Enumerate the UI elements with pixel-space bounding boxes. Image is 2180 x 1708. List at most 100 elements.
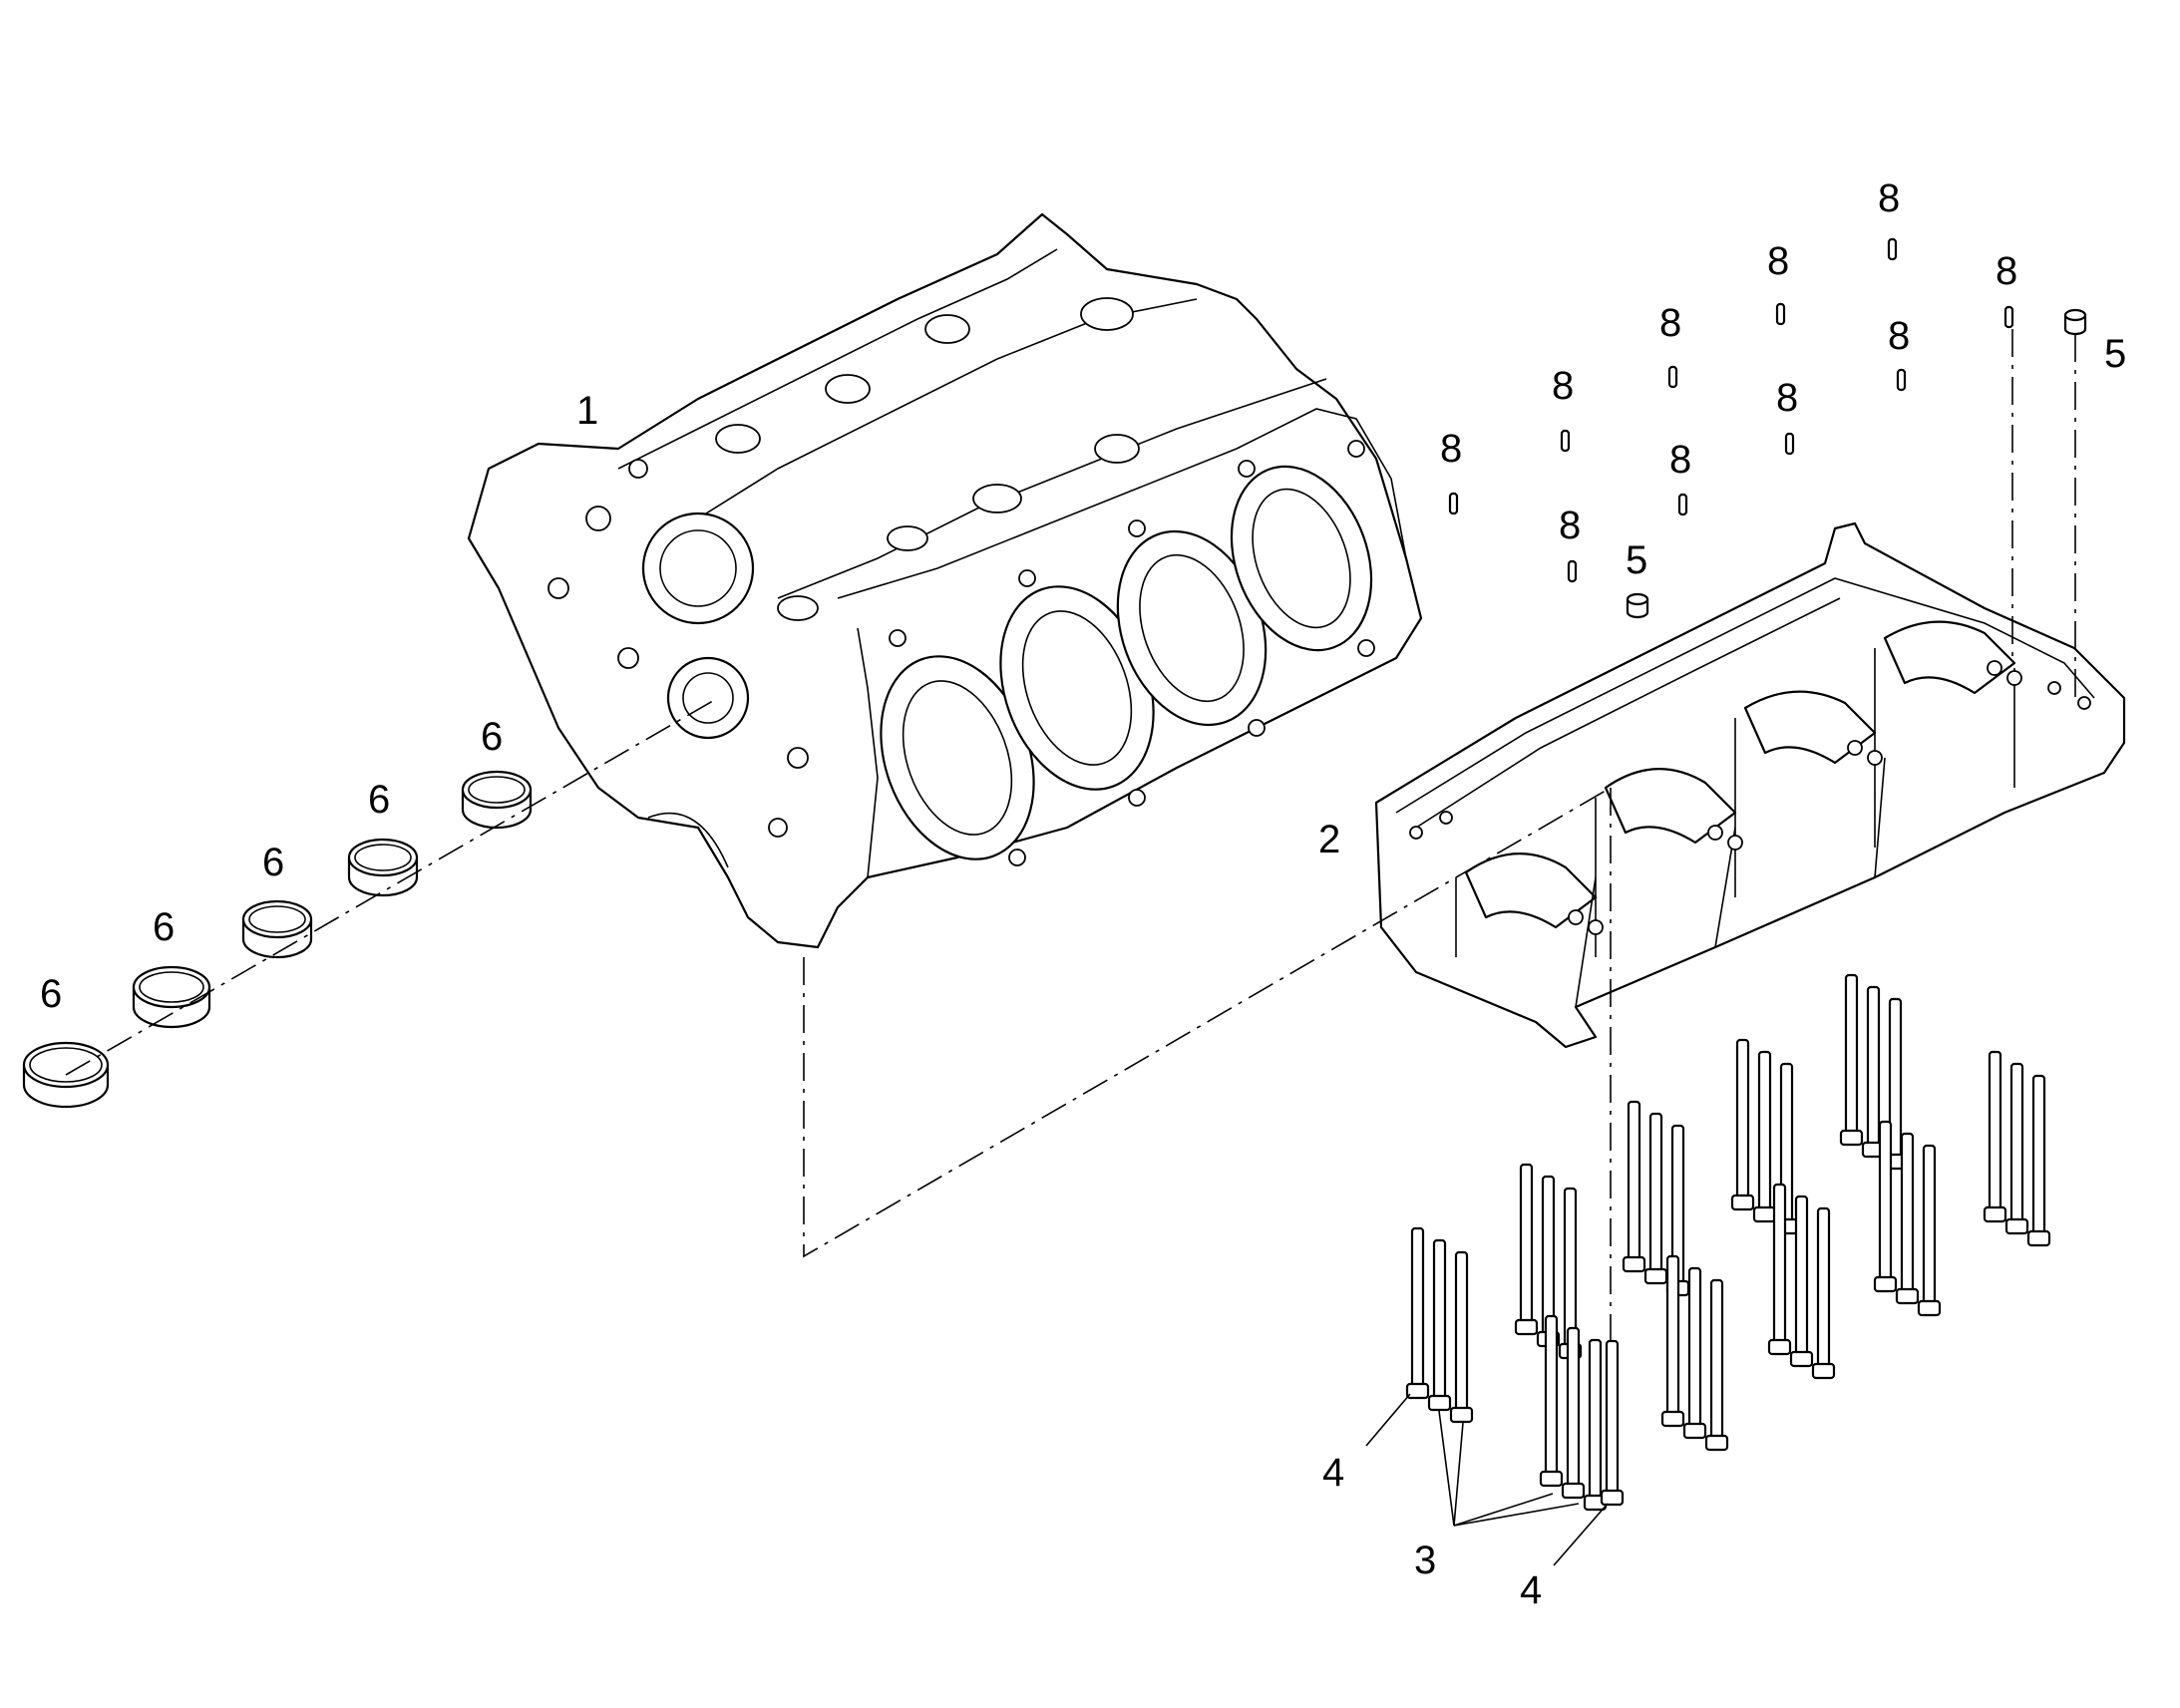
- callout-8-3: 8: [1659, 301, 1681, 345]
- callout-6-3: 6: [262, 841, 284, 884]
- callout-8-2: 8: [1552, 364, 1574, 408]
- dowel-pin: [1560, 429, 1571, 453]
- bolt: [1772, 1183, 1787, 1346]
- camshaft-bushings: [22, 697, 719, 1109]
- bolt-head: [1643, 1267, 1668, 1285]
- bolt-head: [1539, 1470, 1564, 1488]
- bolt: [1588, 1338, 1603, 1502]
- bushing-5: [461, 770, 533, 830]
- callout-4-right: 4: [1520, 1568, 1542, 1612]
- bolt: [1709, 1278, 1724, 1442]
- callout-8-4: 8: [1767, 239, 1789, 283]
- bolt: [1541, 1175, 1556, 1338]
- locating-sleeves: [1626, 308, 2087, 619]
- dowel-pin: [2003, 305, 2014, 329]
- lower-crankcase: [1374, 521, 2126, 1049]
- callout-2: 2: [1318, 818, 1340, 861]
- bolt-head: [1917, 1299, 1942, 1317]
- bolt-head: [1752, 1205, 1777, 1223]
- bolt: [1454, 1250, 1469, 1414]
- alignment-lines: [803, 329, 2076, 1341]
- bolt-head: [1704, 1434, 1729, 1452]
- bolt: [1627, 1100, 1641, 1263]
- callout-5-right: 5: [2104, 332, 2126, 376]
- bolt: [1648, 1112, 1663, 1275]
- bolt-head: [1983, 1205, 2007, 1223]
- dowel-pins: [1448, 237, 2014, 583]
- dowel-pin: [1887, 237, 1898, 261]
- bolt: [2031, 1074, 2046, 1237]
- dowel-pin: [1667, 365, 1678, 389]
- bolt: [1794, 1195, 1809, 1358]
- sleeve-right: [2063, 308, 2087, 336]
- bolt-head: [1730, 1194, 1755, 1211]
- bolt: [2009, 1062, 2024, 1225]
- callout-1: 1: [576, 389, 598, 433]
- callout-4-left: 4: [1322, 1451, 1344, 1495]
- bolt: [1866, 985, 1881, 1149]
- bolt-head: [1405, 1382, 1430, 1400]
- bolt: [1566, 1326, 1581, 1490]
- bolt: [1519, 1163, 1534, 1326]
- bolt-head: [1514, 1318, 1539, 1336]
- bolt-head: [1561, 1482, 1586, 1500]
- callout-labels: 1 2 3 4 4 5 5 6 6 6 6 6 8 8 8 8 8 8 8 8 …: [40, 176, 2126, 1612]
- bolt-head: [1811, 1362, 1836, 1380]
- bolt-head: [1839, 1129, 1864, 1147]
- bolt: [1900, 1132, 1915, 1295]
- callout-6-2: 6: [153, 905, 175, 949]
- bolt: [1844, 973, 1859, 1137]
- dowel-pin: [1784, 432, 1795, 456]
- callout-5-left: 5: [1626, 538, 1647, 582]
- callout-6-4: 6: [368, 778, 390, 822]
- bolt-head: [2004, 1217, 2029, 1235]
- callout-8-6: 8: [1559, 504, 1581, 547]
- bolt-head: [1682, 1422, 1707, 1440]
- dowel-pin: [1896, 368, 1907, 392]
- callout-8-8: 8: [1776, 376, 1798, 420]
- bolt: [1687, 1266, 1702, 1430]
- sleeve-left: [1626, 592, 1649, 619]
- bolt: [1816, 1206, 1831, 1370]
- bolt-head: [1427, 1394, 1452, 1412]
- bolt: [1605, 1339, 1620, 1503]
- bolt: [1878, 1120, 1893, 1283]
- callout-8-5: 8: [1878, 176, 1900, 220]
- callout-8-1: 8: [1440, 427, 1462, 471]
- callout-6-1: 6: [40, 972, 62, 1016]
- bolt: [1563, 1187, 1578, 1350]
- bolt-head: [1895, 1287, 1920, 1305]
- dowel-pin: [1567, 559, 1578, 583]
- bolt: [1665, 1254, 1680, 1418]
- dowel-pin: [1775, 302, 1786, 326]
- bolt: [1735, 1038, 1750, 1201]
- bolt: [1410, 1226, 1425, 1390]
- dowel-pin: [1677, 493, 1688, 516]
- engine-block: [467, 212, 1423, 949]
- bolt-head: [2026, 1229, 2051, 1247]
- leader-lines: [1365, 1393, 1609, 1566]
- bolt-head: [1767, 1338, 1792, 1356]
- bolt: [1757, 1050, 1772, 1213]
- bolt-head: [1873, 1275, 1898, 1293]
- bolts: [1405, 973, 2051, 1512]
- bolt-head: [1622, 1255, 1646, 1273]
- callout-8-9: 8: [1888, 314, 1910, 358]
- bolt: [1922, 1144, 1937, 1307]
- bushing-3: [241, 899, 313, 959]
- bolt: [1432, 1238, 1447, 1402]
- bolt-head: [1449, 1406, 1474, 1424]
- bushing-4: [347, 838, 419, 897]
- bolt: [1988, 1050, 2002, 1213]
- bolt-head: [1789, 1350, 1814, 1368]
- callout-8-7: 8: [1669, 438, 1691, 482]
- callout-8-10: 8: [1996, 249, 2017, 293]
- bolt-head: [1600, 1489, 1625, 1507]
- bushing-1: [22, 1041, 110, 1109]
- bolt-head: [1660, 1410, 1685, 1428]
- bolt: [1544, 1314, 1559, 1478]
- callout-3: 3: [1414, 1538, 1436, 1582]
- callout-6-5: 6: [481, 715, 503, 759]
- dowel-pin: [1448, 492, 1459, 515]
